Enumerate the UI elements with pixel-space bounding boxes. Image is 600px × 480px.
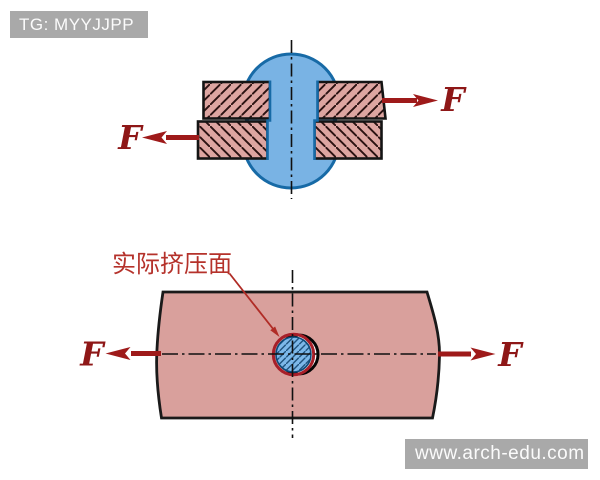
watermark-bottom-right: www.arch-edu.com	[405, 439, 588, 469]
plate-bottom-right	[313, 120, 383, 160]
plate-top-right	[316, 80, 387, 120]
force-label-bottom-right: F	[497, 335, 524, 374]
force-label-bottom-left: F	[79, 335, 106, 374]
watermark-top-left: TG: MYYJJPP	[10, 11, 148, 38]
leader-line	[228, 272, 279, 336]
rivet-shank	[267, 80, 318, 160]
force-arrow-left-head-bottom-icon	[105, 347, 131, 360]
rivet-shank-right-edge	[313, 80, 319, 160]
plate-bottom-left	[196, 120, 269, 160]
leader-arrowhead-icon	[270, 326, 280, 337]
bearing-surface-figure: 实际挤压面 F F	[79, 250, 524, 438]
force-arrow-left-head-icon	[142, 131, 167, 144]
rivet-shank-left-edge	[266, 80, 272, 160]
force-arrow-right-head-icon	[413, 94, 438, 107]
force-label-top-left: F	[117, 118, 144, 157]
plate-top-left	[202, 80, 272, 120]
annotation-bearing-surface: 实际挤压面	[112, 250, 232, 278]
force-label-top-right: F	[440, 80, 467, 119]
force-arrow-right-head-bottom-icon	[470, 347, 496, 361]
shear-joint-figure: F F	[117, 40, 467, 199]
